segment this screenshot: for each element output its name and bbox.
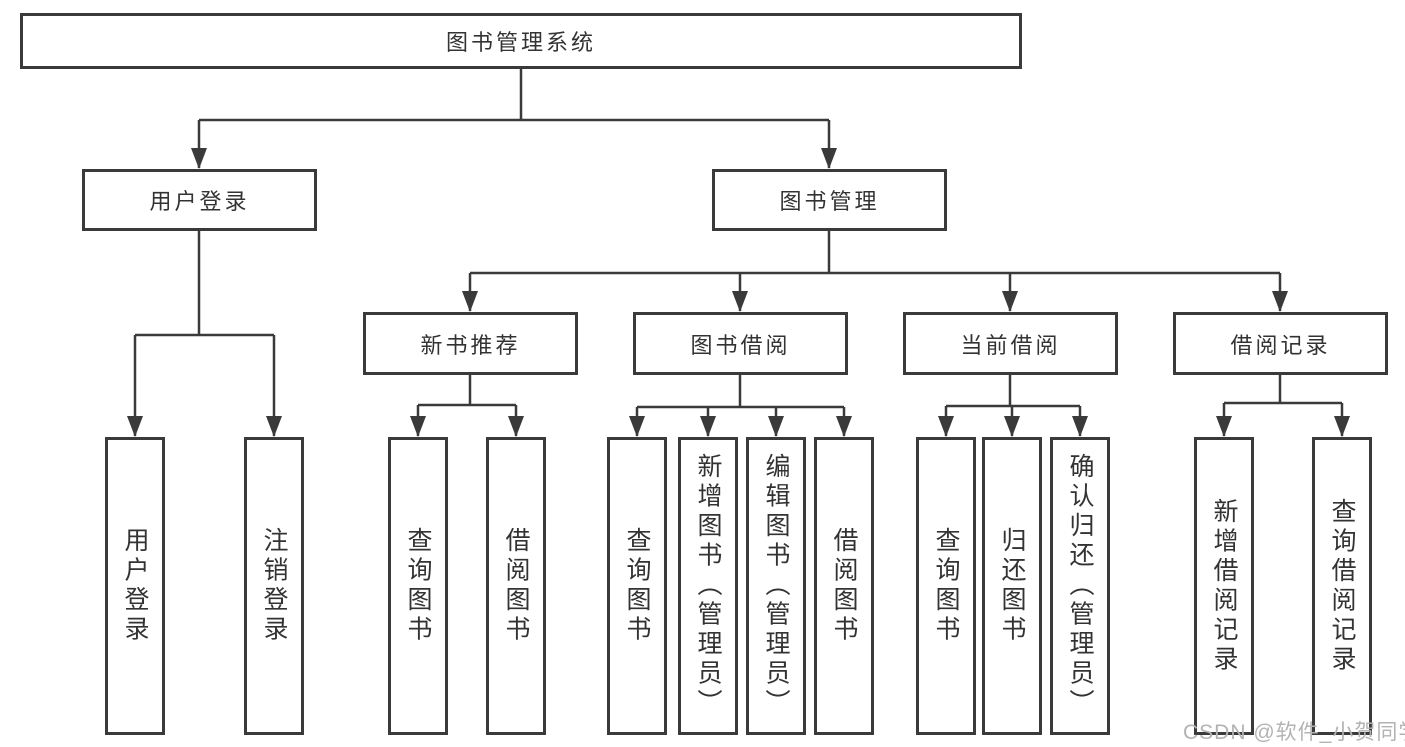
leaf-user-login: 用户登录 (105, 437, 165, 735)
leaf-query-books-recommend: 查询图书 (388, 437, 448, 735)
node-book-management: 图书管理 (712, 169, 947, 231)
leaf-return-books: 归还图书 (982, 437, 1042, 735)
leaf-query-books-current: 查询图书 (916, 437, 976, 735)
leaf-add-book-admin: 新增图书（管理员） (678, 437, 738, 735)
leaf-confirm-return-admin: 确认归还（管理员） (1050, 437, 1110, 735)
node-new-book-recommendation: 新书推荐 (363, 312, 578, 375)
node-current-borrowing: 当前借阅 (903, 312, 1118, 375)
leaf-borrow-books-recommend: 借阅图书 (486, 437, 546, 735)
leaf-query-borrow-record: 查询借阅记录 (1312, 437, 1372, 735)
leaf-edit-book-admin: 编辑图书（管理员） (746, 437, 806, 735)
leaf-add-borrow-record: 新增借阅记录 (1194, 437, 1254, 735)
csdn-watermark: CSDN @软件_小贺同学 (1183, 721, 1405, 744)
leaf-query-books-borrowing: 查询图书 (607, 437, 667, 735)
tree-connector-paths (133, 66, 1344, 436)
arrowheads (127, 148, 1350, 437)
leaf-logout: 注销登录 (244, 437, 304, 735)
leaf-borrow-books-borrowing: 借阅图书 (814, 437, 874, 735)
node-borrowing-records: 借阅记录 (1173, 312, 1388, 375)
node-user-login: 用户登录 (82, 169, 317, 231)
node-root: 图书管理系统 (20, 13, 1022, 69)
node-book-borrowing: 图书借阅 (633, 312, 848, 375)
